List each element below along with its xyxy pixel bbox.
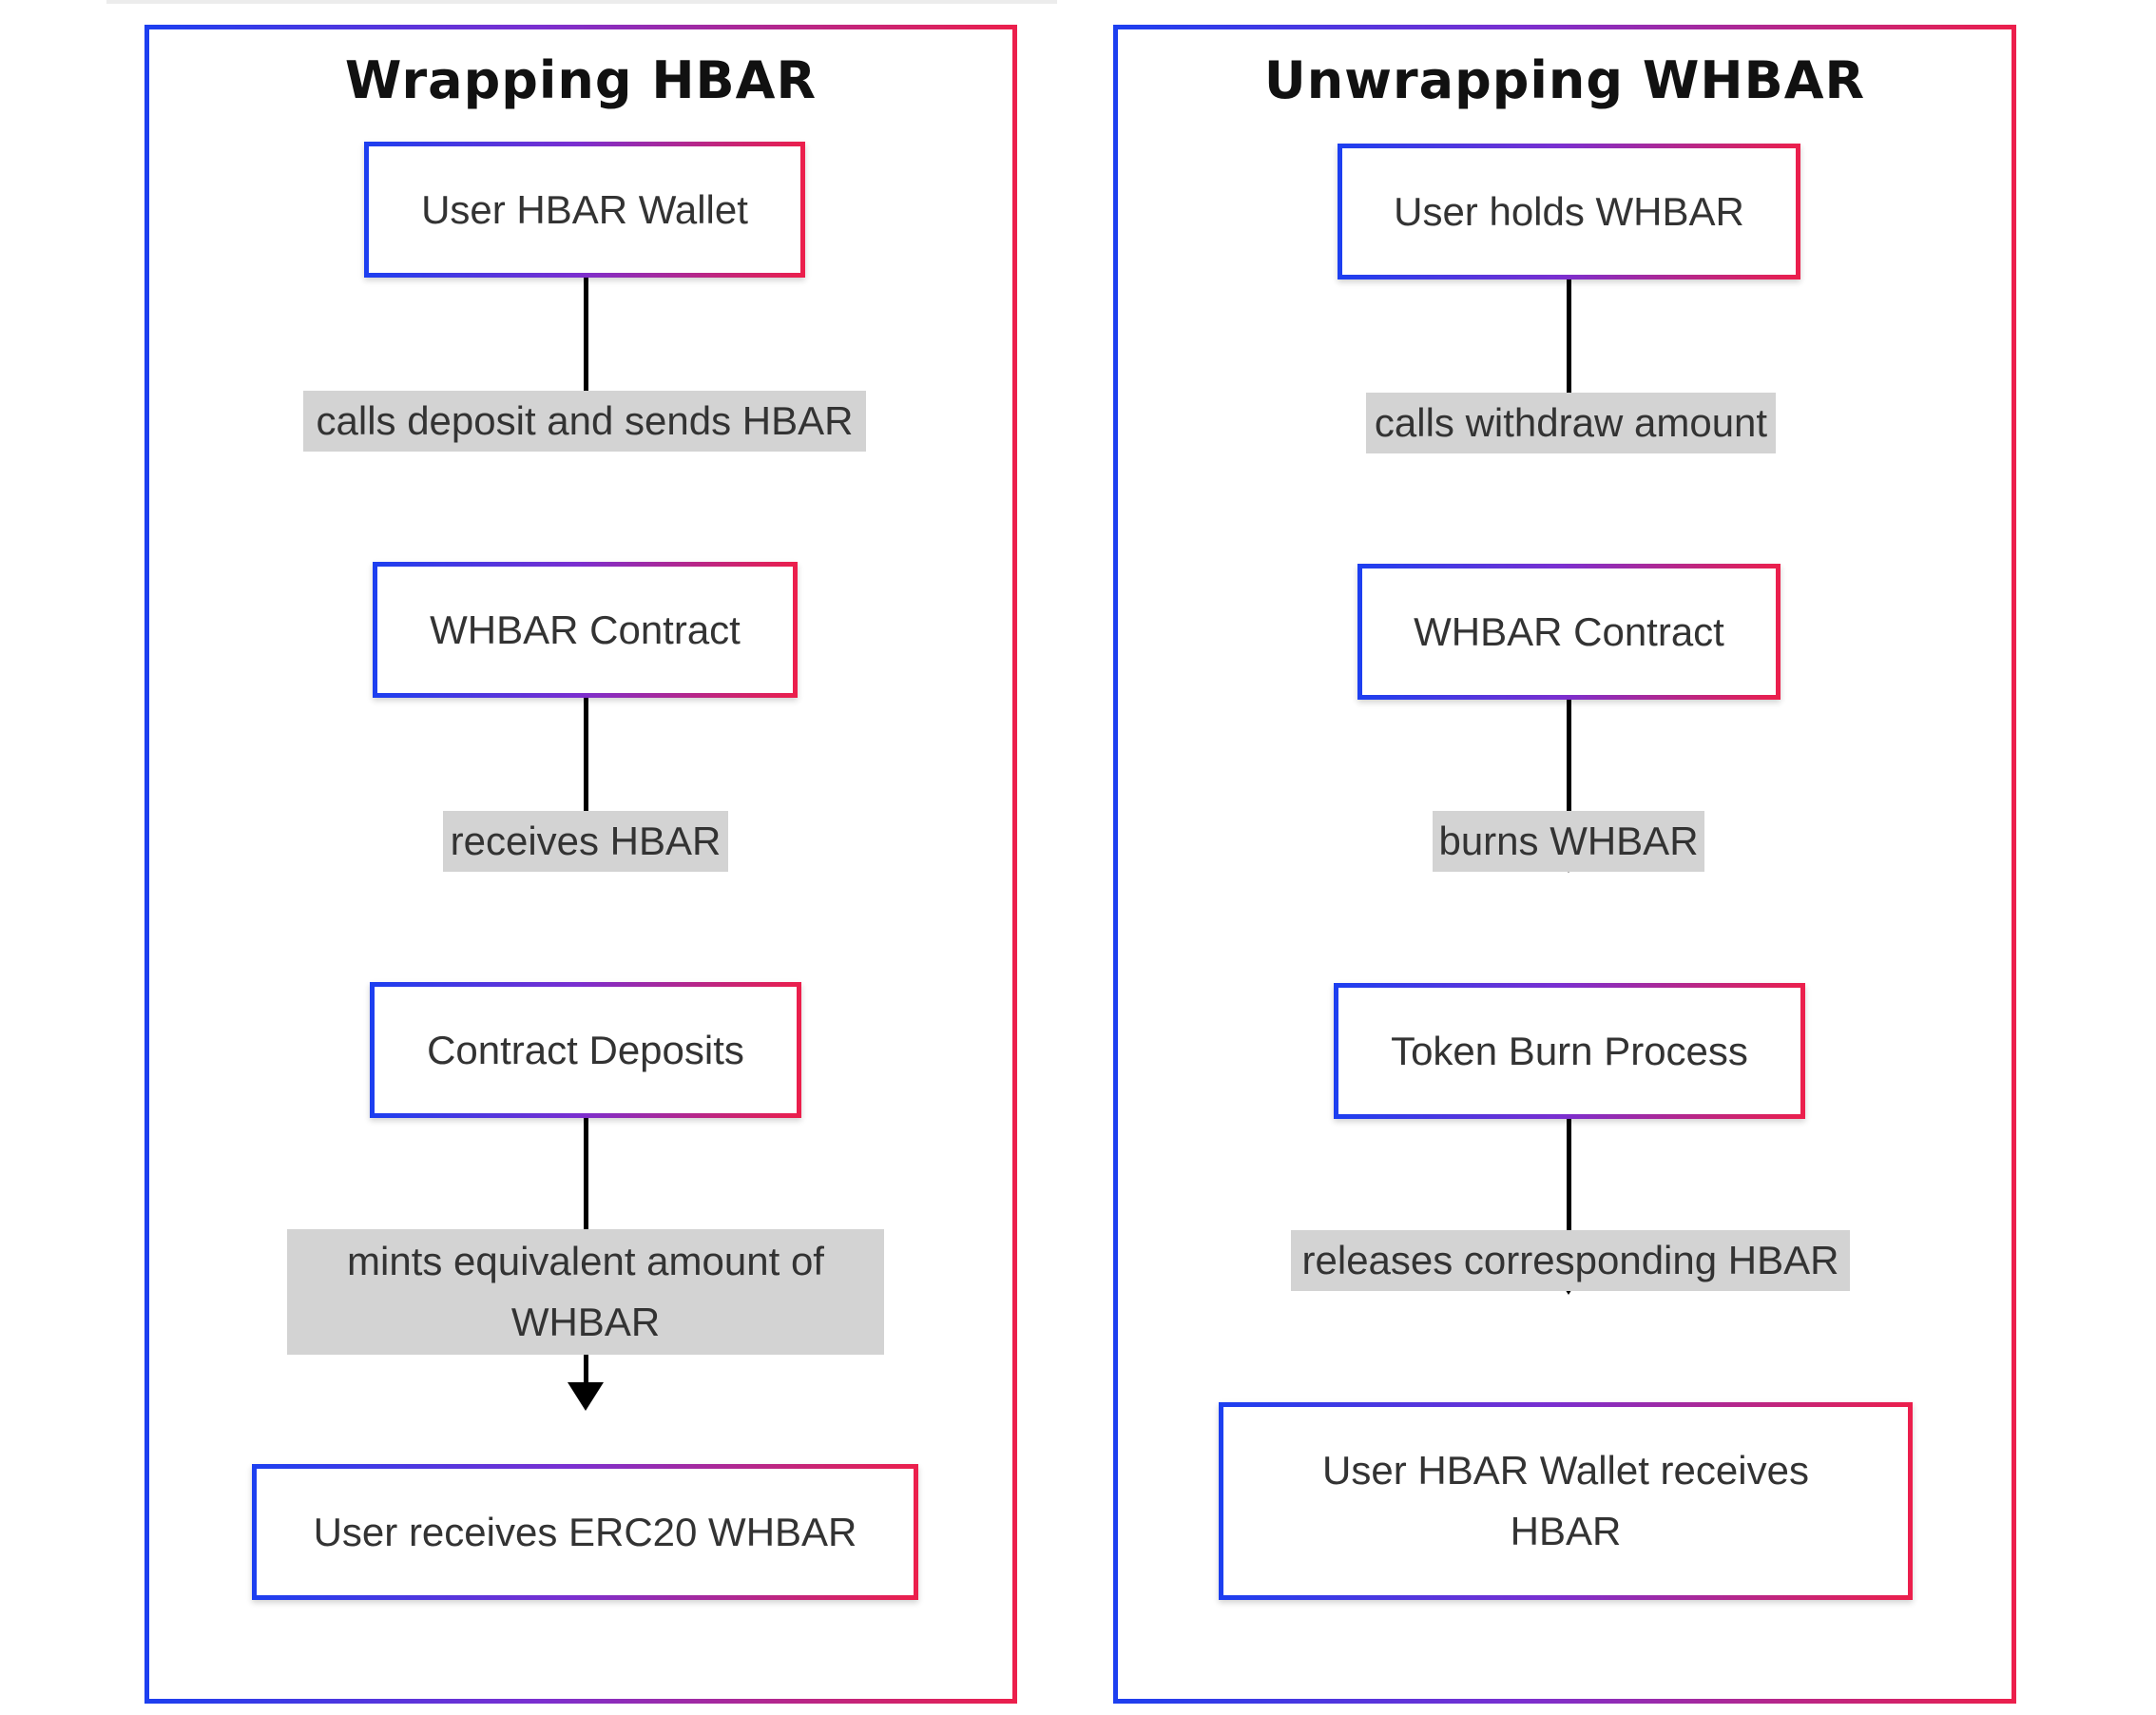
unwrap-node-whbar-contract: WHBAR Contract <box>1357 564 1781 700</box>
wrap-node-user-hbar-wallet: User HBAR Wallet <box>364 142 805 278</box>
unwrap-node-user-holds-whbar: User holds WHBAR <box>1338 144 1800 279</box>
top-divider <box>106 0 1057 4</box>
unwrap-edge-label-1: calls withdraw amount <box>1366 393 1776 453</box>
wrap-arrowhead-3 <box>568 1382 604 1411</box>
wrap-edge-label-1: calls deposit and sends HBAR <box>303 391 866 452</box>
unwrap-edge-label-2: burns WHBAR <box>1433 811 1704 872</box>
unwrap-edge-label-3: releases corresponding HBAR <box>1291 1230 1850 1291</box>
unwrap-connector-1 <box>1567 277 1571 427</box>
wrap-edge-label-2: receives HBAR <box>443 811 728 872</box>
unwrap-connector-2 <box>1567 697 1571 847</box>
unwrap-node-user-hbar-wallet-receives: User HBAR Wallet receives HBAR <box>1219 1402 1913 1600</box>
unwrapping-title: Unwrapping WHBAR <box>1263 50 1866 110</box>
wrap-node-user-receives-erc20: User receives ERC20 WHBAR <box>252 1464 918 1600</box>
wrap-node-contract-deposits: Contract Deposits <box>370 982 801 1118</box>
unwrapping-panel: Unwrapping WHBAR User holds WHBAR WHBAR … <box>1113 25 2016 1704</box>
wrapping-panel: Wrapping HBAR User HBAR Wallet WHBAR Con… <box>144 25 1017 1704</box>
unwrap-node-token-burn-process: Token Burn Process <box>1334 983 1805 1119</box>
wrap-edge-label-3: mints equivalent amount of WHBAR <box>287 1229 884 1355</box>
wrap-connector-1 <box>584 275 588 425</box>
wrap-node-whbar-contract: WHBAR Contract <box>373 562 798 698</box>
unwrap-connector-3 <box>1567 1117 1571 1269</box>
wrapping-title: Wrapping HBAR <box>344 50 818 110</box>
wrap-connector-2 <box>584 695 588 845</box>
